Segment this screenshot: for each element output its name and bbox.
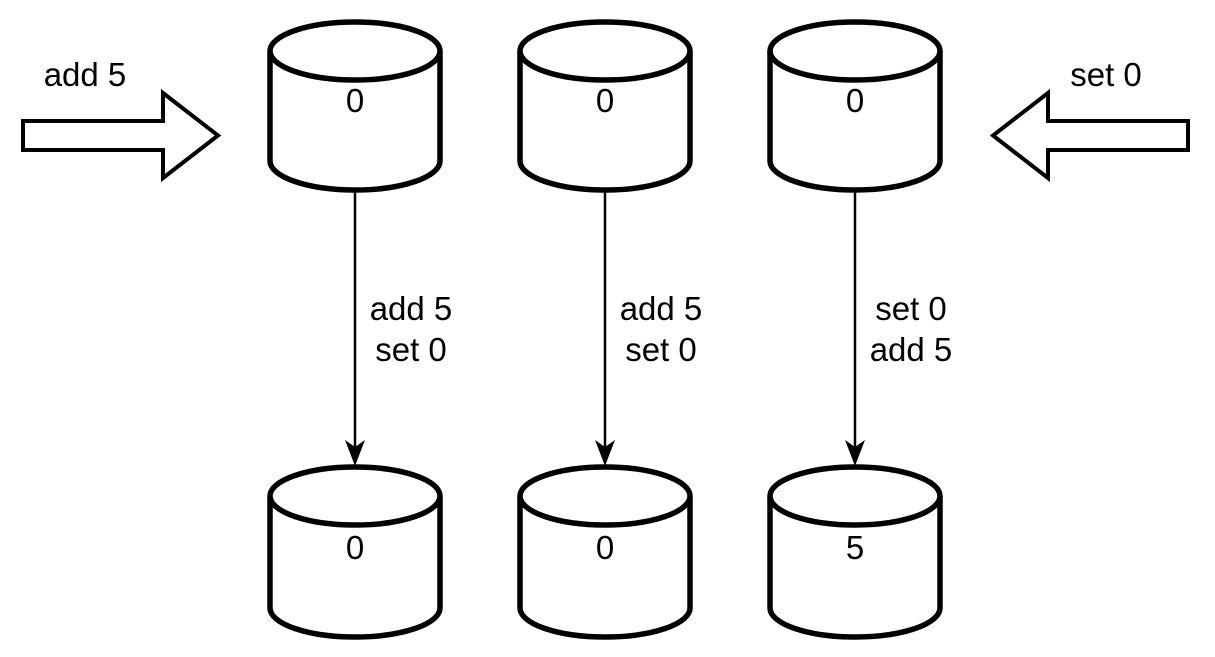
db-cylinder-top-1 (267, 19, 443, 193)
db-cylinder-bottom-1 (267, 464, 443, 640)
db-cylinder-top-3 (767, 19, 943, 193)
block-arrow-left-icon (989, 88, 1190, 183)
db-cylinder-bottom-2 (517, 464, 693, 640)
edge-arrow-3 (845, 192, 865, 466)
edge-arrow-2 (595, 192, 615, 466)
db-cylinder-top-2 (517, 19, 693, 193)
edge-arrow-1 (345, 192, 365, 466)
block-arrow-right-icon (21, 88, 222, 183)
db-cylinder-bottom-3 (767, 464, 943, 640)
